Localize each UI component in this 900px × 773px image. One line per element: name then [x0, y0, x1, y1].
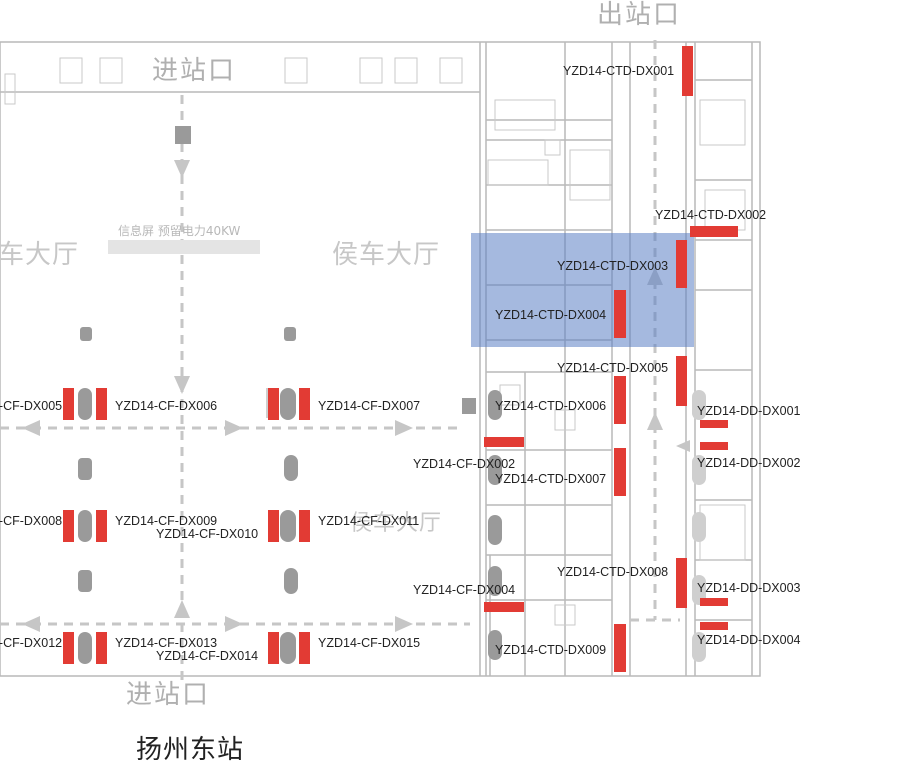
info-screen-note: 信息屏 预留电力40KW — [118, 224, 241, 238]
charger-label: YZD14-CTD-DX002 — [655, 208, 767, 222]
highlight-region — [471, 233, 694, 347]
charger-label: YZD14-CF-DX005 — [0, 399, 63, 413]
hall-center-label: 侯车大厅 — [332, 240, 441, 270]
charger-label: YZD14-CTD-DX009 — [495, 643, 607, 657]
charger-marker — [63, 510, 74, 542]
charger-label: YZD14-CF-DX007 — [318, 399, 421, 413]
path-arrows — [22, 160, 690, 632]
exit-label: 出站口 — [597, 0, 682, 30]
circulation-paths — [0, 40, 680, 680]
charger-marker — [614, 624, 626, 672]
hall-lower-label: 侯车大厅 — [350, 511, 443, 536]
top-corridor-details — [4, 57, 746, 626]
charger-label: YZD14-DD-DX002 — [697, 456, 801, 470]
charger-label: YZD14-CF-DX010 — [156, 527, 259, 541]
charger-marker — [614, 376, 626, 424]
charger-marker — [690, 226, 738, 237]
building-walls — [0, 41, 761, 677]
charger-label: YZD14-CTD-DX004 — [495, 308, 607, 322]
charger-label: YZD14-CF-DX009 — [115, 514, 218, 528]
charger-label: YZD14-CF-DX012 — [0, 636, 63, 650]
charger-label: YZD14-CF-DX014 — [156, 649, 259, 663]
charger-marker — [299, 510, 310, 542]
charger-label: YZD14-DD-DX003 — [697, 581, 801, 595]
charger-label: YZD14-CF-DX002 — [413, 457, 516, 471]
charger-marker — [63, 632, 74, 664]
charger-label: YZD14-CF-DX015 — [318, 636, 421, 650]
charger-marker — [96, 510, 107, 542]
charger-marker — [676, 240, 687, 288]
charger-marker — [63, 388, 74, 420]
charger-label: YZD14-DD-DX001 — [697, 404, 801, 418]
charger-marker — [299, 388, 310, 420]
charger-marker — [700, 420, 728, 428]
seating-blocks — [78, 327, 706, 664]
charger-marker — [676, 356, 687, 406]
charger-marker — [700, 598, 728, 606]
charger-markers — [63, 46, 738, 672]
charger-marker — [700, 622, 728, 630]
charger-marker — [614, 290, 626, 338]
charger-marker — [484, 437, 524, 447]
entry-gate-block — [175, 126, 191, 144]
charger-marker — [484, 602, 524, 612]
charger-label: YZD14-CTD-DX006 — [495, 399, 607, 413]
charger-label: YZD14-CTD-DX008 — [557, 565, 669, 579]
charger-marker — [268, 510, 279, 542]
info-screen-bar — [108, 240, 260, 254]
charger-marker — [682, 46, 693, 96]
charger-label: YZD14-CF-DX008 — [0, 514, 63, 528]
charger-marker — [614, 448, 626, 496]
charger-marker — [299, 632, 310, 664]
charger-label: YZD14-CF-DX004 — [413, 583, 516, 597]
entrance-top-label: 进站口 — [152, 56, 237, 86]
charger-label: YZD14-DD-DX004 — [697, 633, 801, 647]
charger-label: YZD14-CTD-DX005 — [557, 361, 669, 375]
charger-marker — [700, 442, 728, 450]
charger-label: YZD14-CF-DX006 — [115, 399, 218, 413]
entrance-bottom-label: 进站口 — [126, 680, 211, 710]
charger-label: YZD14-CF-DX013 — [115, 636, 218, 650]
charger-marker — [676, 558, 687, 608]
charger-label: YZD14-CTD-DX001 — [563, 64, 675, 78]
charger-marker — [96, 388, 107, 420]
charger-label: YZD14-CTD-DX003 — [557, 259, 669, 273]
charger-marker — [268, 632, 279, 664]
charger-label: YZD14-CF-DX011 — [318, 514, 420, 528]
charger-label: YZD14-CTD-DX007 — [495, 472, 607, 486]
charger-marker — [96, 632, 107, 664]
hall-left-label: 车大厅 — [0, 240, 80, 270]
charger-marker — [268, 388, 279, 420]
station-name: 扬州东站 — [136, 735, 245, 765]
